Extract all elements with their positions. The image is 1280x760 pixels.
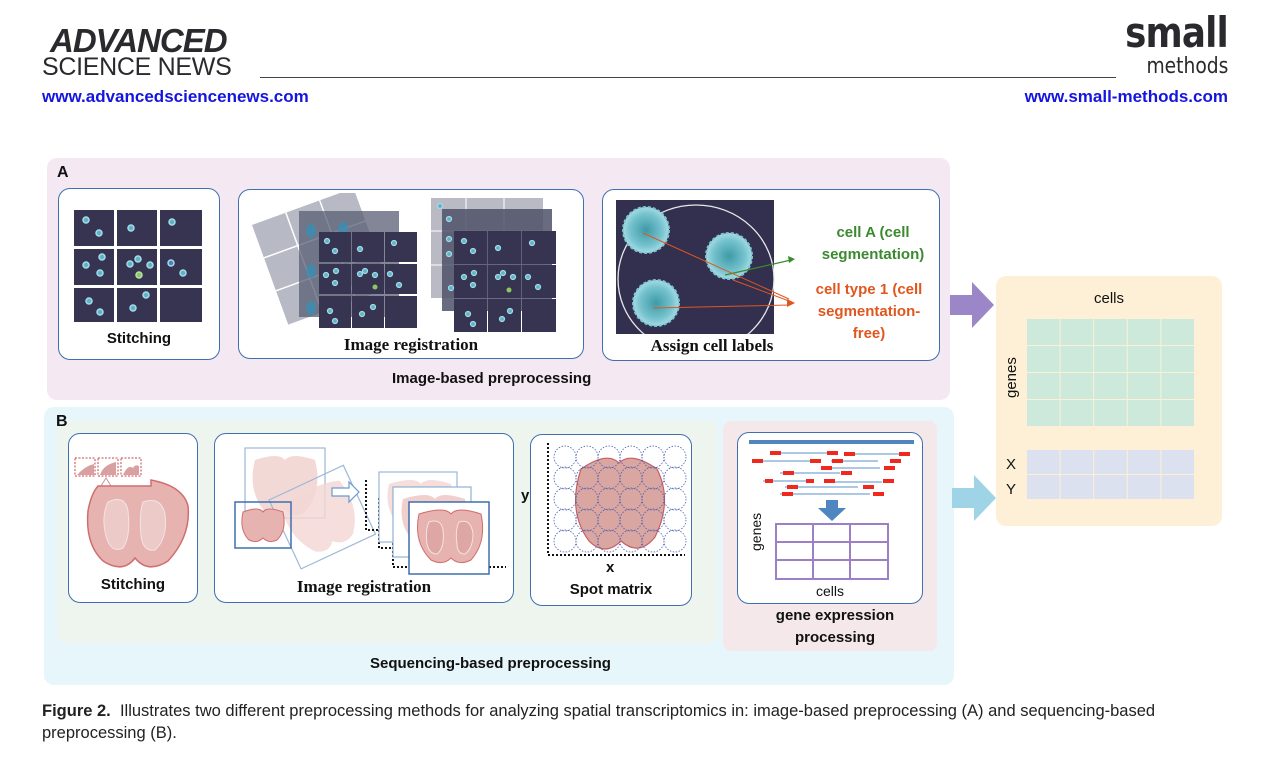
assign-cell-labels-label: Assign cell labels bbox=[650, 336, 774, 355]
spot-circle bbox=[663, 508, 687, 532]
methods-logo: methods bbox=[1146, 54, 1228, 79]
expression-cell bbox=[1060, 346, 1094, 372]
b-stitching-label: Stitching bbox=[100, 576, 166, 593]
expression-cell bbox=[1060, 373, 1094, 399]
panel-a-registration-card: Image registration bbox=[238, 189, 584, 359]
coordinate-cell bbox=[1060, 450, 1094, 474]
expression-cell bbox=[1094, 373, 1127, 399]
registration-tiles-image bbox=[251, 193, 556, 332]
expression-cell bbox=[1161, 400, 1194, 426]
spot-circle bbox=[553, 487, 577, 511]
coordinate-cell bbox=[1027, 475, 1060, 499]
arrow-b-icon bbox=[952, 475, 996, 521]
output-matrix-grid bbox=[1027, 319, 1194, 499]
output-cells-label: cells bbox=[1093, 290, 1124, 307]
expression-cell bbox=[1127, 373, 1161, 399]
expression-cell bbox=[1027, 346, 1060, 372]
expression-cell bbox=[1094, 319, 1127, 345]
caption-text: Illustrates two different preprocessing … bbox=[42, 702, 1156, 742]
label-arrows bbox=[642, 232, 795, 309]
coordinate-cell bbox=[1161, 475, 1194, 499]
cell-segmentation-line: cell A (cell bbox=[836, 224, 910, 241]
expression-cell bbox=[1161, 346, 1194, 372]
coordinate-cell bbox=[1094, 450, 1127, 474]
stitched-tiles-image bbox=[73, 209, 203, 323]
spot-circle bbox=[553, 445, 577, 469]
expression-cell bbox=[1027, 373, 1060, 399]
segmentation-free-annotation: cell type 1 (cell segmentation- free) bbox=[799, 279, 939, 345]
gene-matrix-col-label: cells bbox=[816, 583, 845, 599]
tissue-registration-image bbox=[234, 447, 506, 575]
small-logo: small bbox=[1125, 8, 1229, 57]
expression-cell bbox=[1127, 346, 1161, 372]
panel-a-letter: A bbox=[57, 164, 69, 181]
cell-segmentation-annotation: cell A (cell segmentation) bbox=[808, 222, 938, 266]
stitching-label: Stitching bbox=[106, 330, 172, 347]
expression-cell bbox=[1027, 400, 1060, 426]
output-matrix-panel: cells genes X Y bbox=[996, 276, 1222, 526]
image-registration-label: Image registration bbox=[343, 335, 479, 354]
panel-b-letter: B bbox=[56, 413, 68, 430]
cell-labeling-image bbox=[616, 200, 775, 334]
expression-cell bbox=[1127, 400, 1161, 426]
expression-cell bbox=[1060, 400, 1094, 426]
segmentation-free-line: free) bbox=[852, 325, 886, 342]
panel-b-spot-matrix-card: y x Spot matrix bbox=[521, 434, 692, 606]
panel-a-stitching-card: Stitching bbox=[58, 188, 220, 360]
coordinate-cell bbox=[1127, 450, 1161, 474]
spot-matrix-label: Spot matrix bbox=[569, 581, 653, 598]
spot-circle bbox=[553, 508, 577, 532]
expression-cell bbox=[1060, 319, 1094, 345]
gene-expression-title-line: gene expression bbox=[775, 607, 895, 624]
spot-circle bbox=[663, 487, 687, 511]
science-news-logo: SCIENCE NEWS bbox=[42, 53, 232, 81]
spot-circle bbox=[553, 529, 577, 553]
spot-circle bbox=[553, 466, 577, 490]
expression-cell bbox=[1161, 319, 1194, 345]
panel-b-title: Sequencing-based preprocessing bbox=[370, 655, 611, 672]
gene-matrix-row-label: genes bbox=[748, 512, 764, 551]
spot-matrix-image bbox=[547, 443, 687, 556]
coordinate-cell bbox=[1027, 450, 1060, 474]
expression-cell bbox=[1027, 319, 1060, 345]
coordinate-cell bbox=[1161, 450, 1194, 474]
spot-circle bbox=[663, 445, 687, 469]
coord-y-label: Y bbox=[1006, 481, 1017, 498]
panel-b-registration-card: Image registration bbox=[214, 433, 514, 603]
panel-a-title: Image-based preprocessing bbox=[392, 370, 592, 387]
arrow-a-icon bbox=[950, 282, 994, 328]
caption-label: Figure 2. bbox=[42, 702, 111, 720]
expression-cell bbox=[1161, 373, 1194, 399]
b-image-registration-label: Image registration bbox=[296, 577, 432, 596]
segmentation-free-line: segmentation- bbox=[817, 303, 921, 320]
journal-url-right[interactable]: www.small-methods.com bbox=[1024, 87, 1228, 106]
spot-circle bbox=[663, 466, 687, 490]
journal-url-left[interactable]: www.advancedsciencenews.com bbox=[42, 87, 309, 106]
expression-cell bbox=[1127, 319, 1161, 345]
expression-cell bbox=[1094, 400, 1127, 426]
gene-expression-title: gene expression processing bbox=[740, 605, 930, 649]
panel-a-assign-card: cell A (cell segmentation) cell type 1 (… bbox=[602, 189, 940, 361]
coordinate-cell bbox=[1094, 475, 1127, 499]
gene-expression-card: genes cells bbox=[737, 432, 923, 604]
spot-x-axis-label: x bbox=[606, 559, 615, 576]
coord-x-label: X bbox=[1006, 456, 1017, 473]
expression-cell bbox=[1094, 346, 1127, 372]
output-genes-label: genes bbox=[1003, 357, 1020, 398]
spot-y-axis-label: y bbox=[521, 487, 530, 504]
reads-to-matrix-image bbox=[749, 440, 914, 580]
panel-b-stitching-card: Stitching bbox=[68, 433, 198, 603]
spot-circle bbox=[663, 529, 687, 553]
stitched-tissue-image bbox=[74, 457, 190, 568]
gene-expression-title-line: processing bbox=[794, 629, 876, 646]
cell-segmentation-line: segmentation) bbox=[821, 246, 925, 263]
segmentation-free-line: cell type 1 (cell bbox=[815, 281, 923, 298]
figure-caption: Figure 2. Illustrates two different prep… bbox=[42, 700, 1242, 744]
coordinate-cell bbox=[1127, 475, 1161, 499]
advanced-logo: ADVANCED bbox=[50, 22, 228, 59]
coordinate-cell bbox=[1060, 475, 1094, 499]
header-rule bbox=[260, 77, 1116, 78]
